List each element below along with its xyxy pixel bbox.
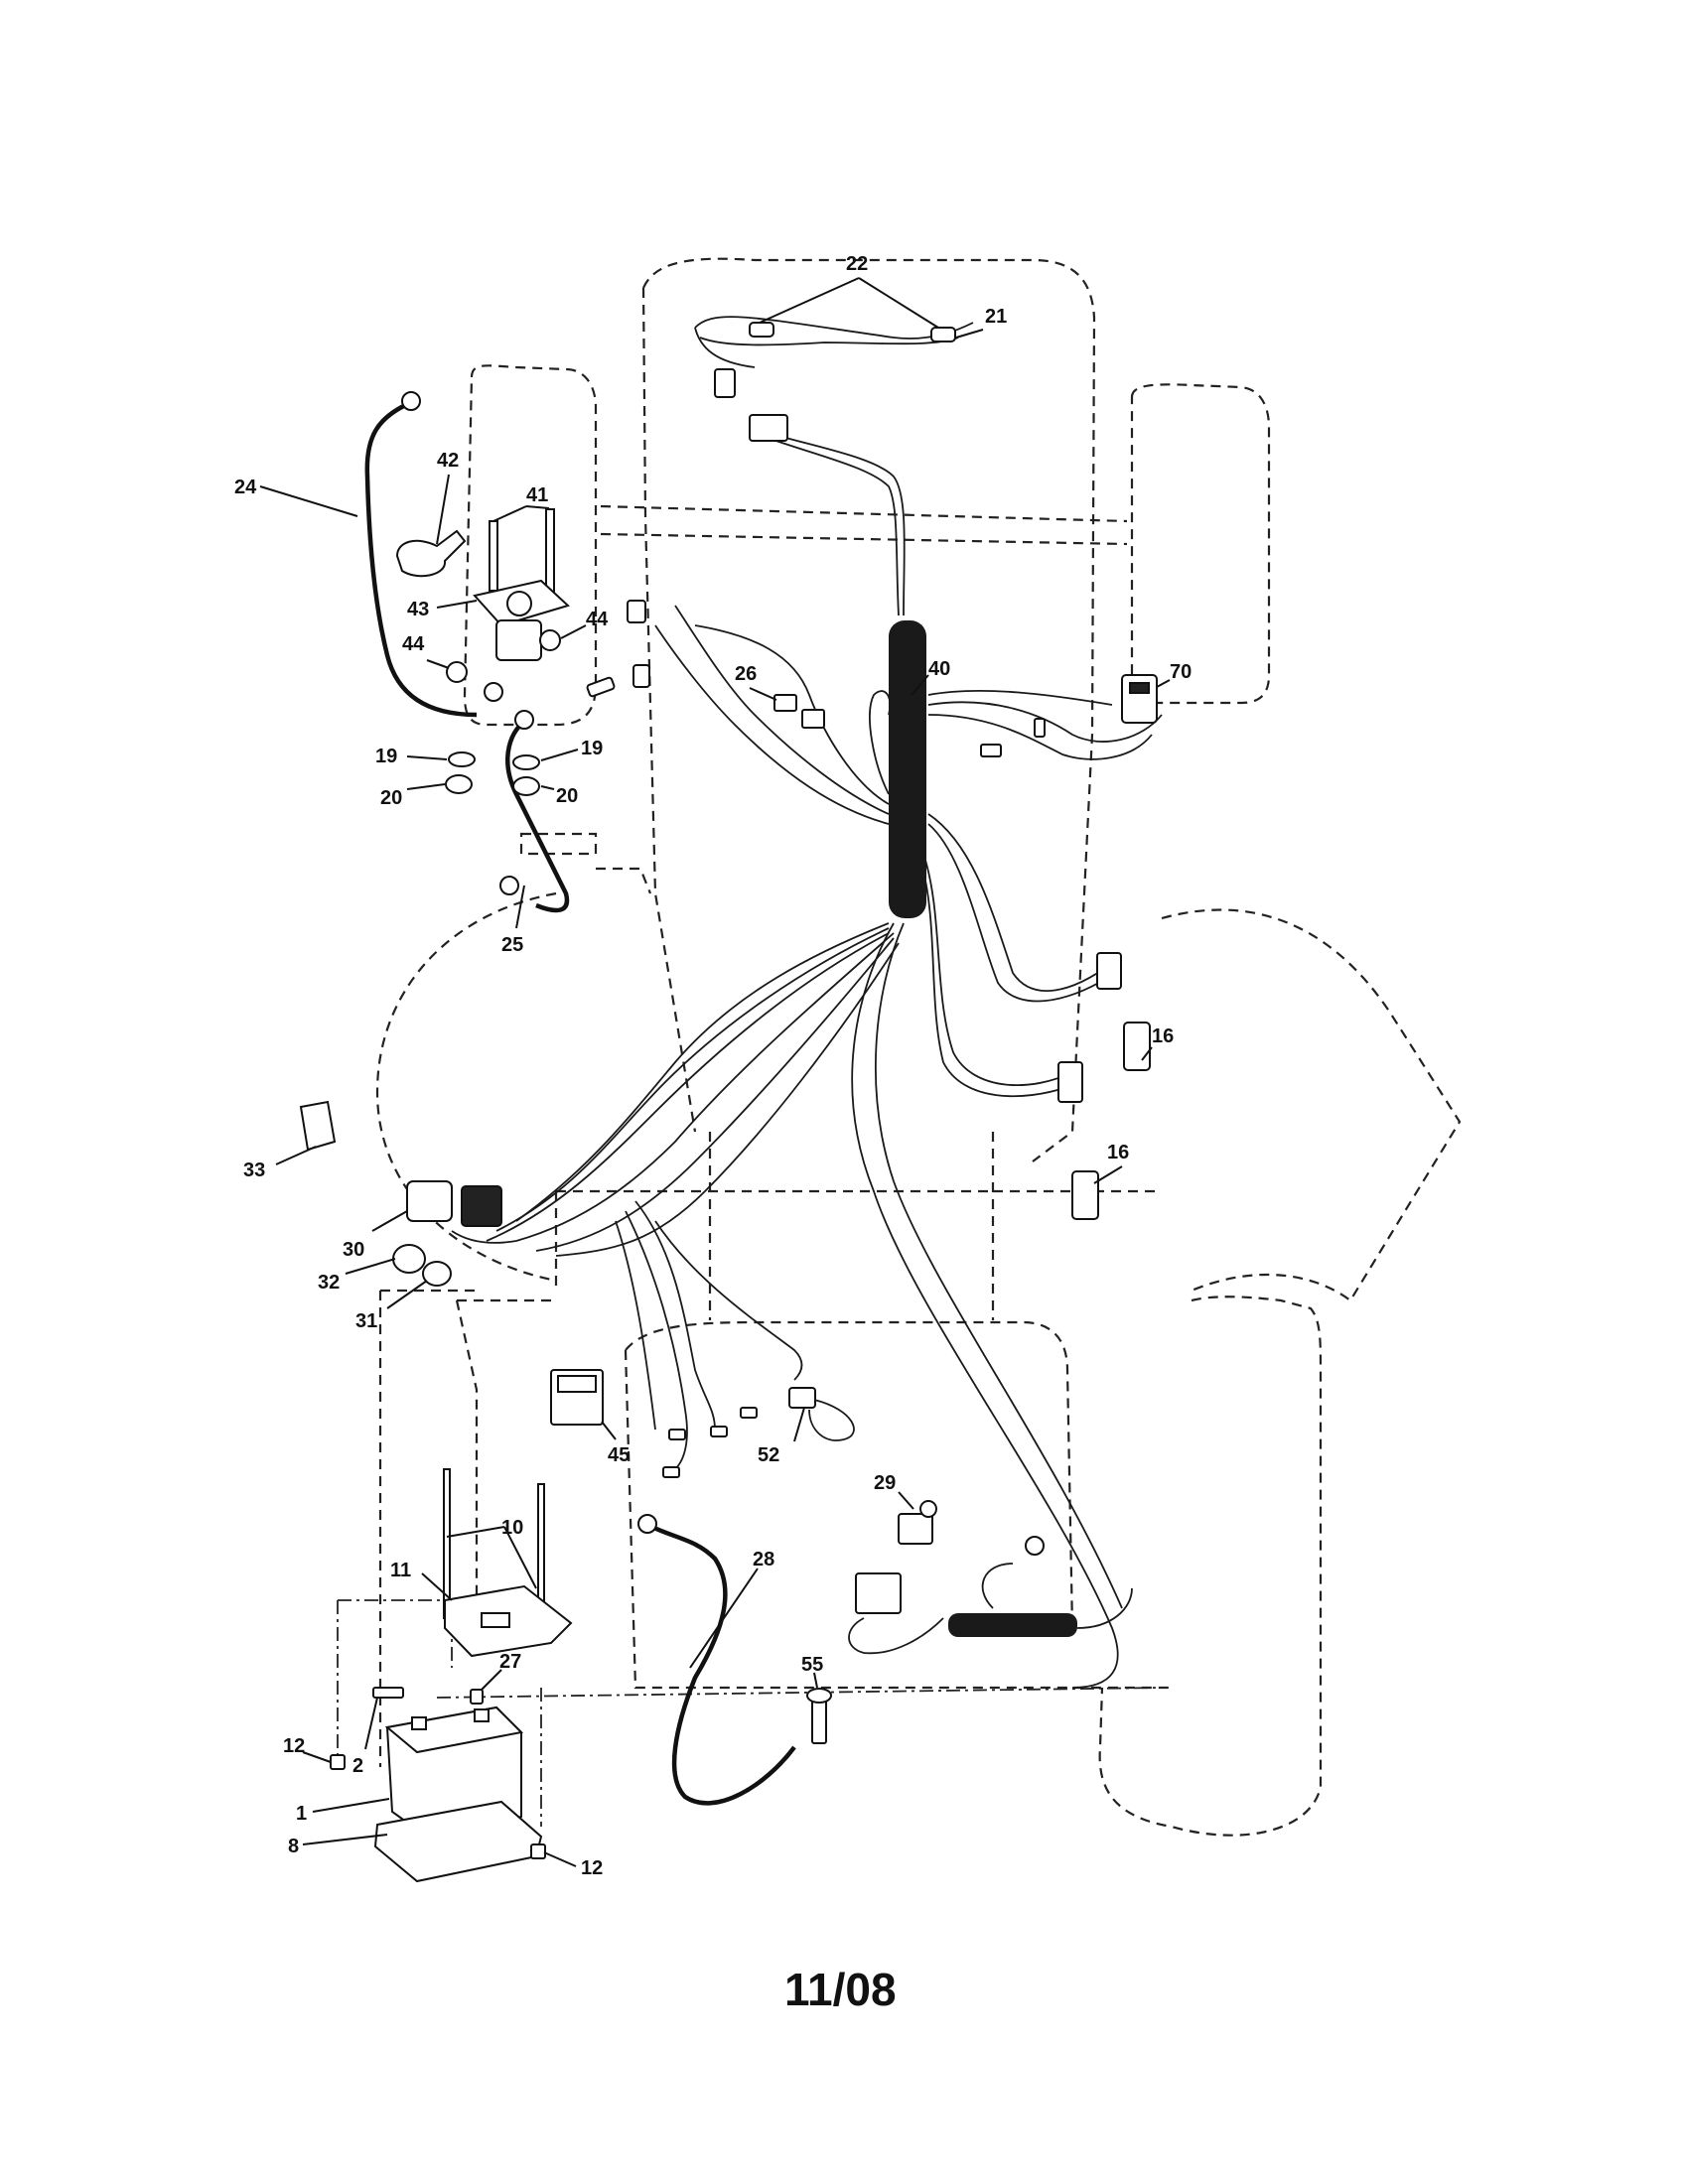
callout-24: 24 [234, 477, 257, 498]
connector-right-b [1057, 1061, 1083, 1103]
left-deck-arc [375, 891, 557, 1283]
clip-12b [530, 1843, 546, 1859]
headlight-right [930, 327, 956, 342]
connector-26b [801, 709, 825, 729]
left-front-wheel [463, 364, 598, 727]
clip-12a [330, 1754, 346, 1770]
front-axle [600, 504, 1128, 546]
ring-terminal-24 [401, 391, 421, 411]
callout-12a: 12 [283, 1735, 305, 1757]
callout-labels: 22 21 42 41 24 43 44 44 19 19 20 20 26 4… [234, 253, 1192, 1879]
washer-19a [448, 751, 476, 767]
callout-2: 2 [352, 1755, 363, 1777]
leader-lines [259, 277, 1171, 1867]
coil-bottom [948, 1613, 1077, 1637]
lower-chassis [554, 1132, 1162, 1320]
callout-55: 55 [801, 1654, 823, 1676]
callout-45: 45 [608, 1444, 630, 1466]
nut-44a [446, 661, 468, 683]
bolt-2 [372, 1687, 404, 1699]
wiring-harness [451, 316, 1163, 1689]
light-connector [714, 368, 736, 398]
bolt-41b [545, 508, 555, 595]
washer-19b [512, 754, 540, 770]
main-connector-top [749, 414, 788, 442]
callout-25: 25 [501, 934, 523, 956]
bolt-41a [489, 520, 498, 592]
callout-30: 30 [343, 1239, 364, 1261]
switch-16a [1123, 1022, 1151, 1071]
ignition-connector [461, 1185, 502, 1227]
fuse-holder [586, 676, 616, 698]
right-rear-wheel [1098, 1296, 1323, 1837]
part-42 [395, 529, 467, 578]
callout-44b: 44 [586, 609, 609, 630]
callout-41: 41 [526, 484, 548, 506]
cable-28 [643, 1521, 796, 1806]
callout-19b: 19 [581, 738, 603, 759]
callout-26: 26 [735, 663, 757, 685]
callout-8: 8 [288, 1836, 299, 1857]
part-33 [299, 1100, 337, 1152]
part-29 [898, 1513, 933, 1545]
switch-16b [1071, 1170, 1099, 1220]
nut-31 [422, 1261, 452, 1287]
callout-27: 27 [499, 1651, 521, 1673]
connector-right-a [1096, 952, 1122, 990]
connector-bottom-left [855, 1572, 902, 1614]
nut-44b [539, 629, 561, 651]
callout-43: 43 [407, 599, 429, 620]
part-27 [470, 1689, 484, 1705]
callout-11: 11 [390, 1560, 411, 1581]
headlight-left [749, 322, 774, 338]
nut-20a [445, 774, 473, 794]
part-52 [788, 1387, 816, 1409]
callout-40: 40 [928, 658, 950, 680]
callout-70: 70 [1170, 661, 1192, 683]
callout-42: 42 [437, 450, 459, 472]
callout-20b: 20 [556, 785, 578, 807]
cable-25 [505, 718, 570, 913]
callout-22: 22 [846, 253, 868, 275]
ignition-switch-30 [406, 1180, 453, 1222]
callout-1: 1 [296, 1803, 307, 1825]
connector-26a [773, 694, 797, 712]
battery-cables [364, 399, 796, 1806]
callout-21: 21 [985, 306, 1007, 328]
callout-16b: 16 [1107, 1142, 1129, 1163]
callout-31: 31 [355, 1310, 377, 1332]
callout-33: 33 [243, 1160, 265, 1181]
rear-fender-center [625, 1320, 1074, 1629]
date-code: 11/08 [784, 1964, 897, 2015]
solenoid-body [495, 619, 542, 661]
callout-29: 29 [874, 1472, 896, 1494]
parts [299, 322, 1158, 1883]
coil-loom [889, 620, 926, 918]
cable-24 [364, 399, 478, 718]
callout-52: 52 [758, 1444, 779, 1466]
callout-28: 28 [753, 1549, 774, 1570]
callout-10: 10 [501, 1517, 523, 1539]
bezel-32 [392, 1244, 426, 1274]
callout-20a: 20 [380, 787, 402, 809]
callout-32: 32 [318, 1272, 340, 1294]
callout-12b: 12 [581, 1857, 603, 1879]
right-front-wheel [1130, 383, 1271, 705]
callout-16a: 16 [1152, 1025, 1174, 1047]
callout-44a: 44 [402, 633, 425, 655]
nut-20b [512, 776, 540, 796]
callout-19a: 19 [375, 746, 397, 767]
right-deck [1161, 908, 1462, 1302]
